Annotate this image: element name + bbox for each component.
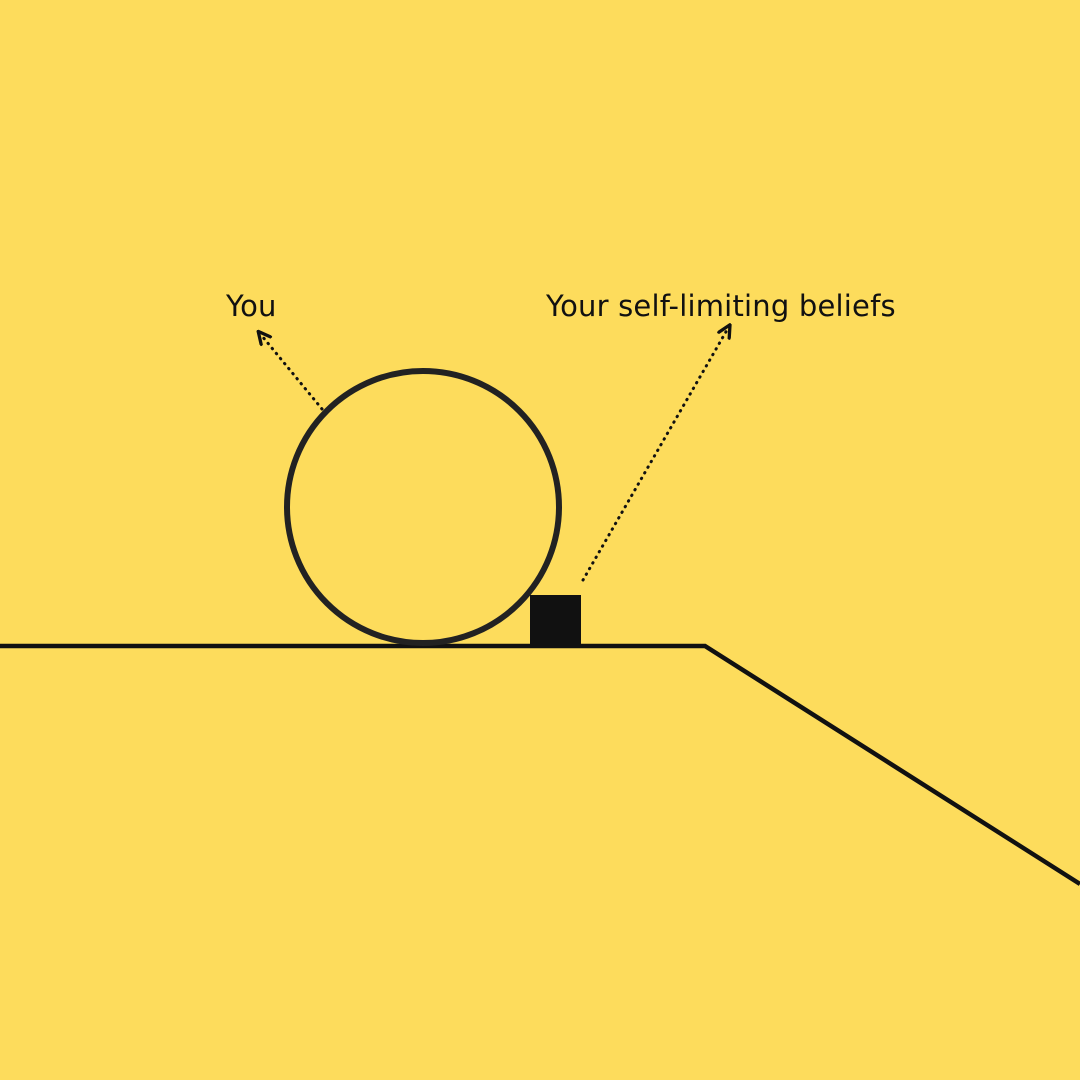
self-limiting-beliefs-label: Your self-limiting beliefs bbox=[546, 289, 896, 323]
you-circle bbox=[284, 368, 562, 646]
you-pointer-arrow bbox=[262, 336, 324, 411]
beliefs-block bbox=[530, 595, 581, 646]
ground-line bbox=[0, 643, 1080, 886]
you-label: You bbox=[226, 289, 277, 323]
beliefs-pointer-arrow bbox=[581, 330, 727, 582]
